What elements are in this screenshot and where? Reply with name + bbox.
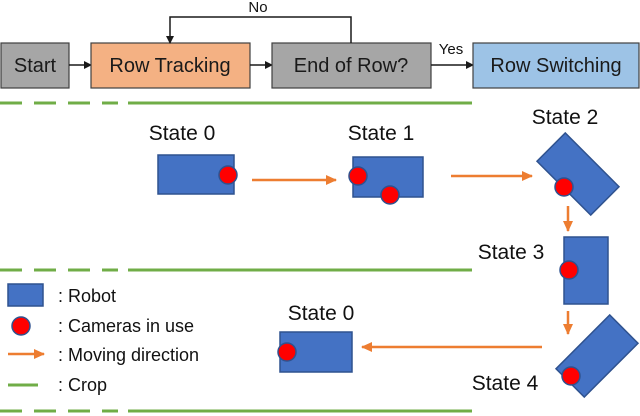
state-0-top-label: State 0 — [149, 122, 216, 145]
state-1-label: State 1 — [348, 122, 415, 145]
end-of-row-label: End of Row? — [294, 55, 409, 77]
start-label: Start — [14, 55, 57, 77]
start-box — [0, 42, 70, 89]
crop-rows — [0, 101, 472, 413]
state-0-bottom-label: State 0 — [288, 302, 355, 325]
camera-dot — [554, 177, 574, 197]
yes-label: Yes — [439, 41, 463, 58]
legend-crop-label: : Crop — [58, 375, 107, 395]
robot-state-2 — [535, 131, 621, 217]
no-loop-arrow — [166, 16, 352, 44]
legend: : Robot : Cameras in use : Moving direct… — [7, 283, 199, 395]
camera-dot — [559, 260, 579, 280]
state-2-label: State 2 — [532, 106, 599, 129]
state-3-label: State 3 — [478, 241, 545, 264]
robot-state-1 — [348, 156, 424, 205]
moving-arrows — [252, 171, 573, 352]
camera-dot — [348, 166, 368, 186]
row-switching-box — [472, 42, 640, 89]
camera-dot — [561, 366, 581, 386]
camera-dot — [218, 165, 238, 185]
no-label: No — [248, 0, 267, 16]
row-tracking-box — [90, 42, 251, 89]
camera-dot — [380, 185, 400, 205]
legend-moving-label: : Moving direction — [58, 345, 199, 365]
camera-dot — [277, 342, 297, 362]
legend-camera-swatch — [11, 316, 31, 336]
flowchart: Start Row Tracking End of Row? No Yes Ro… — [0, 0, 640, 89]
row-switching-label: Row Switching — [490, 55, 621, 77]
legend-cameras-label: : Cameras in use — [58, 316, 194, 336]
row-tracking-label: Row Tracking — [109, 55, 230, 77]
end-of-row-box — [271, 42, 432, 89]
robot-state-0-top — [157, 154, 238, 195]
legend-robot-label: : Robot — [58, 286, 116, 306]
robot-state-3 — [559, 236, 609, 305]
state-4-label: State 4 — [472, 372, 539, 395]
robot-state-0-bottom — [277, 331, 353, 373]
legend-robot-swatch — [7, 283, 44, 307]
robot-state-4 — [554, 313, 640, 399]
